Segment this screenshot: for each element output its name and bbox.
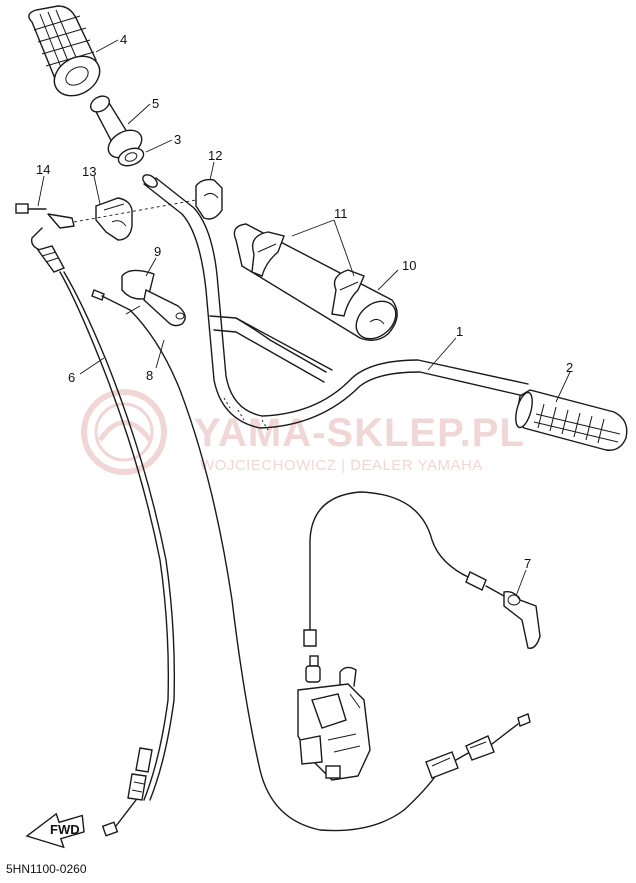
callout-4: 4 bbox=[120, 32, 127, 47]
part-1-handlebar bbox=[142, 174, 529, 431]
callout-6: 6 bbox=[68, 370, 75, 385]
callout-10: 10 bbox=[402, 258, 416, 273]
part-7-cable-lever bbox=[303, 491, 541, 649]
watermark: YAMA-SKLEP.PL WOJCIECHOWICZ | DEALER YAM… bbox=[81, 389, 525, 475]
watermark-subtitle: WOJCIECHOWICZ | DEALER YAMAHA bbox=[200, 457, 483, 474]
callout-5: 5 bbox=[152, 96, 159, 111]
callout-labels: 4 5 3 12 13 14 9 11 10 1 2 8 6 7 bbox=[36, 32, 573, 571]
callout-leaders bbox=[37, 39, 571, 597]
part-12-clamp bbox=[195, 178, 223, 220]
diagram-reference-code: 5HN1100-0260 bbox=[6, 862, 87, 876]
part-9-clip bbox=[121, 269, 186, 327]
part-8-cable bbox=[91, 289, 405, 832]
callout-9: 9 bbox=[154, 244, 161, 259]
fwd-label: FWD bbox=[50, 822, 80, 837]
callout-14: 14 bbox=[36, 162, 50, 177]
callout-12: 12 bbox=[208, 148, 222, 163]
part-3-collar bbox=[117, 147, 145, 167]
part-2-right-grip bbox=[515, 389, 628, 451]
watermark-logo bbox=[81, 389, 167, 475]
watermark-title: YAMA-SKLEP.PL bbox=[194, 411, 525, 455]
choke-cable bbox=[403, 713, 531, 811]
callout-3: 3 bbox=[174, 132, 181, 147]
part-11-straps bbox=[251, 231, 365, 317]
callout-8: 8 bbox=[146, 368, 153, 383]
callout-13: 13 bbox=[82, 164, 96, 179]
part-13-throttle-housing bbox=[95, 197, 133, 241]
fwd-direction-arrow: FWD bbox=[25, 812, 85, 849]
callout-2: 2 bbox=[566, 360, 573, 375]
part-6-throttle-cable bbox=[30, 227, 176, 837]
callout-1: 1 bbox=[456, 324, 463, 339]
carburetor bbox=[297, 655, 371, 781]
part-4-left-grip bbox=[28, 5, 101, 97]
callout-11: 11 bbox=[334, 206, 348, 221]
callout-7: 7 bbox=[524, 556, 531, 571]
part-14-bolt bbox=[15, 203, 47, 214]
